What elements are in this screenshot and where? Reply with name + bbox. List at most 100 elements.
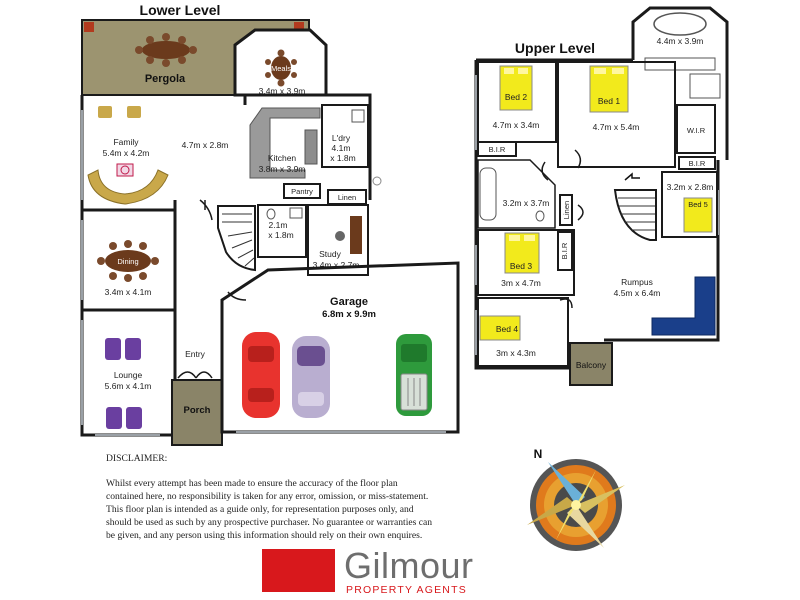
family-armchairs xyxy=(98,106,141,118)
car-purple xyxy=(292,336,330,418)
bed-1-dimensions: 4.7m x 5.4m xyxy=(593,122,640,132)
wir-room xyxy=(676,104,716,154)
upper-toilet-icon xyxy=(535,210,545,222)
lounge-armchairs-top xyxy=(105,338,141,360)
lower-bathroom-dimension-2: x 1.8m xyxy=(268,230,294,240)
ensuite-vanity xyxy=(644,57,716,71)
lower-stairs xyxy=(217,205,256,272)
bed-2-dimensions: 4.7m x 3.4m xyxy=(493,120,540,130)
dining-dimensions: 3.4m x 4.1m xyxy=(105,287,152,297)
logo-name: Gilmour xyxy=(344,545,474,586)
rumpus-label: Rumpus xyxy=(621,277,653,287)
bed-1-label: Bed 1 xyxy=(598,96,620,106)
bir-a-robe xyxy=(477,141,517,157)
lower-bathroom-dimension-1: 2.1m xyxy=(269,220,288,230)
laundry-dimension-2: x 1.8m xyxy=(330,153,356,163)
linen-label-upper: Linen xyxy=(562,201,571,219)
ensuite-shower xyxy=(689,73,721,99)
linen-label-lower: Linen xyxy=(338,193,356,202)
bed-4-bed xyxy=(479,315,521,341)
car-green xyxy=(396,334,432,416)
family-dimensions: 5.4m x 4.2m xyxy=(103,148,150,158)
bir-c-label: B.I.R xyxy=(689,159,706,168)
kitchen-island xyxy=(304,129,318,165)
study-room xyxy=(307,204,369,276)
ensuite-dimensions: 4.4m x 3.9m xyxy=(657,36,704,46)
bir-b-label: B.I.R xyxy=(560,242,569,259)
disclaimer-body: Whilst every attempt has been made to en… xyxy=(106,478,433,541)
study-desk xyxy=(350,216,362,254)
logo-subtitle: PROPERTY AGENTS xyxy=(346,584,467,596)
meals-table xyxy=(265,49,297,87)
bed-5-room xyxy=(661,171,718,238)
porch-label: Porch xyxy=(184,405,211,416)
pergola-dining-table xyxy=(135,33,197,67)
bed-4-label: Bed 4 xyxy=(496,324,518,334)
bir-a-label: B.I.R xyxy=(489,145,506,154)
laundry-dimension-1: 4.1m xyxy=(332,143,351,153)
disclaimer-heading: DISCLAIMER: xyxy=(106,453,168,464)
meals-label: Meals xyxy=(271,64,291,73)
study-chair xyxy=(335,231,345,241)
bed-4-room xyxy=(477,297,569,367)
lounge-armchairs-bottom xyxy=(106,407,142,429)
compass-north-label: N xyxy=(534,447,543,461)
pantry-room xyxy=(283,183,321,199)
study-label: Study xyxy=(319,249,341,259)
plant-pot-left xyxy=(84,22,94,32)
wir-label: W.I.R xyxy=(687,126,706,135)
gilmour-logo: Gilmour PROPERTY AGENTS xyxy=(262,546,512,596)
bed-5-label: Bed 5 xyxy=(688,200,708,209)
laundry-sink xyxy=(351,109,365,123)
family-sofa xyxy=(87,163,169,205)
bed-1-room xyxy=(557,61,676,168)
lower-bathroom xyxy=(257,204,307,258)
laundry-tap-icon xyxy=(372,176,382,186)
balcony-label: Balcony xyxy=(576,360,607,370)
study-dimensions: 3.4m x 2.7m xyxy=(313,260,360,270)
upper-level-plan: Upper Level 4.4m x 3.9m Bed 2 4.7m x 3.4… xyxy=(474,6,729,386)
bed-4-dimensions: 3m x 4.3m xyxy=(496,348,536,358)
kitchen-dimensions: 3.8m x 3.9m xyxy=(259,164,306,174)
bir-b-robe xyxy=(557,231,573,271)
lounge-dimensions: 5.6m x 4.1m xyxy=(105,381,152,391)
open-plan-dimensions: 4.7m x 2.8m xyxy=(182,140,229,150)
lower-basin-icon xyxy=(289,207,303,219)
lounge-label: Lounge xyxy=(114,370,143,380)
upper-bath-dimensions: 3.2m x 3.7m xyxy=(503,198,550,208)
bed-5-bed xyxy=(683,197,713,233)
dining-label: Dining xyxy=(117,257,138,266)
lower-toilet-icon xyxy=(266,208,276,220)
bir-c-robe xyxy=(678,156,716,170)
kitchen-label: Kitchen xyxy=(268,153,297,163)
compass-rose: N xyxy=(527,447,625,551)
car-red xyxy=(242,332,280,418)
rumpus-sofa xyxy=(651,276,716,336)
ensuite-bath-icon xyxy=(653,12,707,36)
dining-table xyxy=(97,240,159,282)
bed-3-dimensions: 3m x 4.7m xyxy=(501,278,541,288)
entry-label: Entry xyxy=(185,349,206,359)
garage-label: Garage xyxy=(330,296,368,308)
family-label: Family xyxy=(113,137,139,147)
lower-level-plan: Lower Level Pergola Meals 3.4m x 3.9m xyxy=(80,2,460,446)
laundry-room xyxy=(321,104,369,168)
lower-level-title: Lower Level xyxy=(140,2,221,18)
logo-red-block xyxy=(262,549,335,592)
upper-level-title: Upper Level xyxy=(515,40,595,56)
pantry-label: Pantry xyxy=(291,187,313,196)
bed-2-label: Bed 2 xyxy=(505,92,527,102)
meals-dimensions: 3.4m x 3.9m xyxy=(259,86,306,96)
disclaimer-block: DISCLAIMER: Whilst every attempt has bee… xyxy=(106,452,436,542)
garage-dimensions: 6.8m x 9.9m xyxy=(322,309,376,320)
laundry-label: L'dry xyxy=(332,133,351,143)
upper-stairs xyxy=(613,172,657,241)
bed-5-dimensions: 3.2m x 2.8m xyxy=(667,182,714,192)
pergola-label: Pergola xyxy=(145,73,186,85)
plant-pot-right xyxy=(294,22,304,32)
rumpus-dimensions: 4.5m x 6.4m xyxy=(614,288,661,298)
bed-3-room xyxy=(477,229,575,296)
bed-3-label: Bed 3 xyxy=(510,261,532,271)
kitchen-bench xyxy=(249,107,321,179)
